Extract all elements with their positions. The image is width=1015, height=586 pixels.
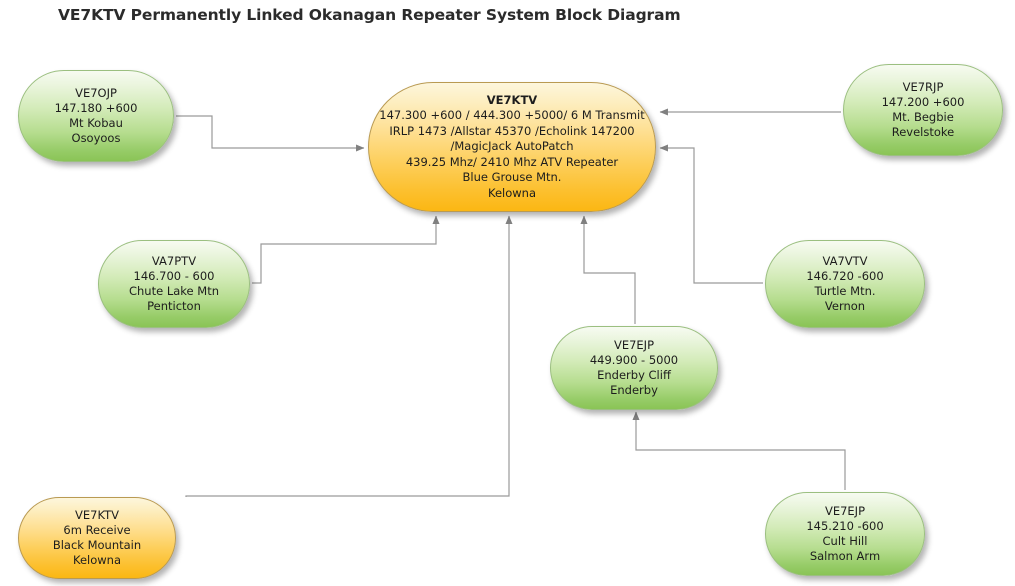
node-va7ptv-frequency: 146.700 - 600 (133, 269, 215, 284)
node-center-line4: /MagicJack AutoPatch (450, 139, 574, 154)
node-ve7ojp-location: Osoyoos (71, 130, 121, 145)
node-ve7ojp[interactable]: VE7OJP 147.180 +600 Mt Kobau Osoyoos (18, 70, 174, 162)
node-va7ptv-callsign: VA7PTV (151, 254, 197, 269)
connector-va7vtv-to-center (659, 144, 763, 284)
node-center-location: Kelowna (487, 185, 537, 200)
connector-ve7ejp-enderby-to-center (580, 215, 636, 324)
node-ve7ejp-enderby-location: Enderby (610, 382, 658, 397)
node-ve7rjp[interactable]: VE7RJP 147.200 +600 Mt. Begbie Revelstok… (843, 64, 1003, 156)
node-va7vtv-frequency: 146.720 -600 (806, 269, 884, 284)
node-ve7ejp-enderby-frequency: 449.900 - 5000 (589, 353, 679, 368)
connector-ve7ktv6m-to-center (185, 215, 513, 497)
node-ve7ktv-6m-callsign: VE7KTV (75, 508, 119, 523)
node-va7ptv[interactable]: VA7PTV 146.700 - 600 Chute Lake Mtn Pent… (98, 240, 250, 328)
node-center-callsign: VE7KTV (486, 93, 538, 108)
node-ve7ejp-enderby[interactable]: VE7EJP 449.900 - 5000 Enderby Cliff Ende… (550, 326, 718, 410)
node-ve7ojp-site: Mt Kobau (69, 116, 123, 130)
node-ve7ktv-6m-location: Kelowna (72, 552, 122, 567)
node-center-line5: 439.25 Mhz/ 2410 Mhz ATV Repeater (405, 154, 619, 169)
node-ve7ktv-6m-receive[interactable]: VE7KTV 6m Receive Black Mountain Kelowna (18, 497, 176, 579)
node-va7vtv-callsign: VA7VTV (822, 254, 868, 269)
node-ve7ejp-cult-frequency: 145.210 -600 (806, 519, 884, 534)
node-ve7rjp-site: Mt. Begbie (892, 110, 954, 124)
node-ve7ejp-enderby-site: Enderby Cliff (597, 368, 671, 382)
node-va7vtv-location: Vernon (824, 298, 866, 313)
node-ve7ktv-6m-frequency: 6m Receive (63, 523, 131, 538)
connector-va7ptv-to-center (252, 215, 440, 284)
node-ve7ejp-enderby-callsign: VE7EJP (613, 338, 655, 353)
node-va7ptv-site: Chute Lake Mtn (128, 284, 219, 298)
node-va7vtv-site: Turtle Mtn. (814, 284, 876, 298)
node-ve7ojp-frequency: 147.180 +600 (54, 101, 138, 116)
node-ve7ojp-callsign: VE7OJP (75, 86, 117, 101)
node-va7vtv[interactable]: VA7VTV 146.720 -600 Turtle Mtn. Vernon (765, 240, 925, 328)
node-va7ptv-location: Penticton (147, 298, 201, 313)
node-ve7ejp-cult-hill[interactable]: VE7EJP 145.210 -600 Cult Hill Salmon Arm (765, 492, 925, 576)
node-ve7rjp-location: Revelstoke (891, 124, 955, 139)
node-center-line2: 147.300 +600 / 444.300 +5000/ 6 M Transm… (379, 108, 645, 123)
node-ve7ejp-cult-callsign: VE7EJP (824, 504, 866, 519)
node-ve7ejp-cult-location: Salmon Arm (809, 548, 881, 563)
page-title: VE7KTV Permanently Linked Okanagan Repea… (58, 6, 681, 24)
connector-ve7ojp-to-center (176, 115, 365, 152)
node-ve7rjp-frequency: 147.200 +600 (881, 95, 965, 110)
node-center-site: Blue Grouse Mtn. (462, 170, 562, 185)
node-center-line3: IRLP 1473 /Allstar 45370 /Echolink 14720… (389, 123, 635, 138)
node-ve7ktv-6m-site: Black Mountain (52, 538, 142, 552)
node-ve7rjp-callsign: VE7RJP (902, 80, 944, 95)
node-ve7ktv-hub[interactable]: VE7KTV 147.300 +600 / 444.300 +5000/ 6 M… (368, 82, 656, 212)
node-ve7ejp-cult-site: Cult Hill (822, 534, 868, 548)
connector-ve7ejp-cult-to-enderby (632, 411, 846, 490)
